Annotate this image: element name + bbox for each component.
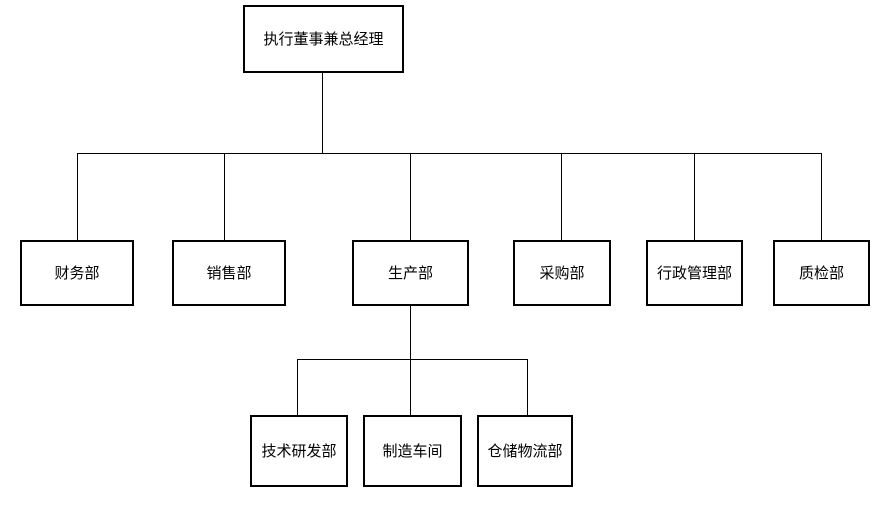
connector-level3-bus [297, 359, 528, 360]
org-node-general-manager[interactable]: 执行董事兼总经理 [243, 5, 404, 73]
org-node-label: 生产部 [387, 264, 433, 282]
org-node-warehouse-logistics-dept[interactable]: 仓储物流部 [477, 415, 573, 487]
connector-drop-quality [821, 153, 822, 240]
org-node-finance-dept[interactable]: 财务部 [20, 240, 134, 306]
connector-drop-admin [694, 153, 695, 240]
org-node-production-dept[interactable]: 生产部 [352, 240, 469, 306]
org-node-label: 销售部 [206, 264, 252, 282]
connector-drop-finance [77, 153, 78, 240]
org-node-label: 执行董事兼总经理 [263, 30, 384, 48]
org-node-label: 制造车间 [382, 442, 443, 460]
connector-production-stem [410, 306, 411, 359]
org-node-label: 仓储物流部 [487, 442, 563, 460]
connector-drop-sales [224, 153, 225, 240]
org-node-label: 技术研发部 [261, 442, 337, 460]
org-node-label: 采购部 [539, 264, 585, 282]
org-node-manufacturing-workshop[interactable]: 制造车间 [363, 415, 462, 487]
connector-root-stem [322, 72, 323, 153]
connector-level2-bus [77, 153, 822, 154]
connector-drop-rnd [297, 359, 298, 415]
org-node-admin-dept[interactable]: 行政管理部 [646, 240, 743, 306]
org-node-procurement-dept[interactable]: 采购部 [513, 240, 611, 306]
connector-drop-logistics [527, 359, 528, 415]
org-node-rnd-dept[interactable]: 技术研发部 [250, 415, 348, 487]
org-node-label: 质检部 [798, 264, 844, 282]
org-node-label: 财务部 [54, 264, 100, 282]
connector-drop-procurement [561, 153, 562, 240]
connector-drop-production [410, 153, 411, 240]
org-node-label: 行政管理部 [656, 264, 732, 282]
org-node-sales-dept[interactable]: 销售部 [172, 240, 286, 306]
org-node-quality-dept[interactable]: 质检部 [773, 240, 870, 306]
connector-drop-workshop [410, 359, 411, 415]
